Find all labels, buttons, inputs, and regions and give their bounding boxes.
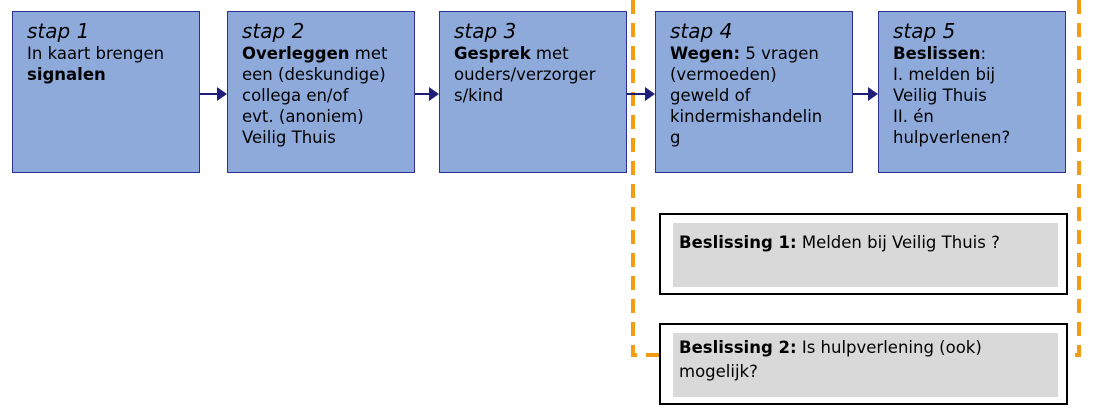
step-3-box: stap 3 Gesprek met ouders/verzorger s/ki…	[439, 11, 627, 173]
step-5-keyword: Beslissen	[893, 44, 981, 63]
step-2-line-4: evt. (anoniem)	[242, 107, 364, 126]
step-2-line-3: collega en/of	[242, 86, 349, 105]
decision-2-text: Is hulpverlening (ook)	[796, 338, 982, 357]
step-3-line-1-rest: met	[530, 44, 569, 63]
step-1-box: stap 1 In kaart brengen signalen	[12, 11, 200, 173]
decision-1-box: Beslissing 1: Melden bij Veilig Thuis ?	[659, 213, 1068, 295]
step-3-keyword: Gesprek	[454, 44, 531, 63]
step-3-line-3: s/kind	[454, 86, 504, 105]
decision-1-label: Beslissing 1:	[679, 233, 797, 252]
decision-2-text-2: mogelijk?	[679, 362, 758, 381]
decision-2-content: Beslissing 2: Is hulpverlening (ook) mog…	[673, 333, 1058, 397]
step-2-keyword: Overleggen	[242, 44, 350, 63]
arrow-step2-step3	[415, 87, 439, 101]
step-4-line-1: Wegen: 5 vragen	[670, 43, 842, 64]
step-5-line-1: Beslissen:	[893, 43, 1055, 64]
step-1-title: stap 1	[27, 19, 90, 43]
step-4-title: stap 4	[670, 19, 733, 43]
step-5-line-2: I. melden bij	[893, 65, 996, 84]
decision-2-label: Beslissing 2:	[679, 338, 797, 357]
step-5-title: stap 5	[893, 19, 956, 43]
step-4-line-5: g	[670, 128, 681, 147]
decision-2-box: Beslissing 2: Is hulpverlening (ook) mog…	[659, 323, 1068, 405]
arrow-step4-step5	[853, 87, 878, 101]
step-3-line-1: Gesprek met	[454, 43, 616, 64]
step-4-box: stap 4 Wegen: 5 vragen (vermoeden) gewel…	[655, 11, 853, 173]
decision-1-content: Beslissing 1: Melden bij Veilig Thuis ?	[673, 223, 1058, 287]
step-5-box: stap 5 Beslissen: I. melden bij Veilig T…	[878, 11, 1066, 173]
decision-1-text: Melden bij Veilig Thuis ?	[796, 233, 1000, 252]
step-3-line-2: ouders/verzorger	[454, 65, 596, 84]
step-2-line-5: Veilig Thuis	[242, 128, 336, 147]
step-4-line-4: kindermishandelin	[670, 107, 823, 126]
step-4-keyword: Wegen:	[670, 44, 741, 63]
step-1-line-2: signalen	[27, 65, 106, 84]
step-4-line-1-rest: 5 vragen	[740, 44, 819, 63]
step-2-line-1: Overleggen met	[242, 43, 404, 64]
step-4-line-3: geweld of	[670, 86, 751, 105]
step-5-line-5: hulpverlenen?	[893, 128, 1011, 147]
step-3-title: stap 3	[454, 19, 517, 43]
step-2-line-2: een (deskundige)	[242, 65, 386, 84]
step-5-line-4: II. én	[893, 107, 934, 126]
arrow-step3-step4	[627, 87, 655, 101]
step-1-line-1: In kaart brengen	[27, 44, 165, 63]
step-5-line-3: Veilig Thuis	[893, 86, 987, 105]
step-5-line-1-rest: :	[980, 44, 987, 63]
step-2-title: stap 2	[242, 19, 305, 43]
step-4-line-2: (vermoeden)	[670, 65, 777, 84]
step-2-line-1-rest: met	[349, 44, 388, 63]
step-2-box: stap 2 Overleggen met een (deskundige) c…	[227, 11, 415, 173]
arrow-step1-step2	[200, 87, 227, 101]
